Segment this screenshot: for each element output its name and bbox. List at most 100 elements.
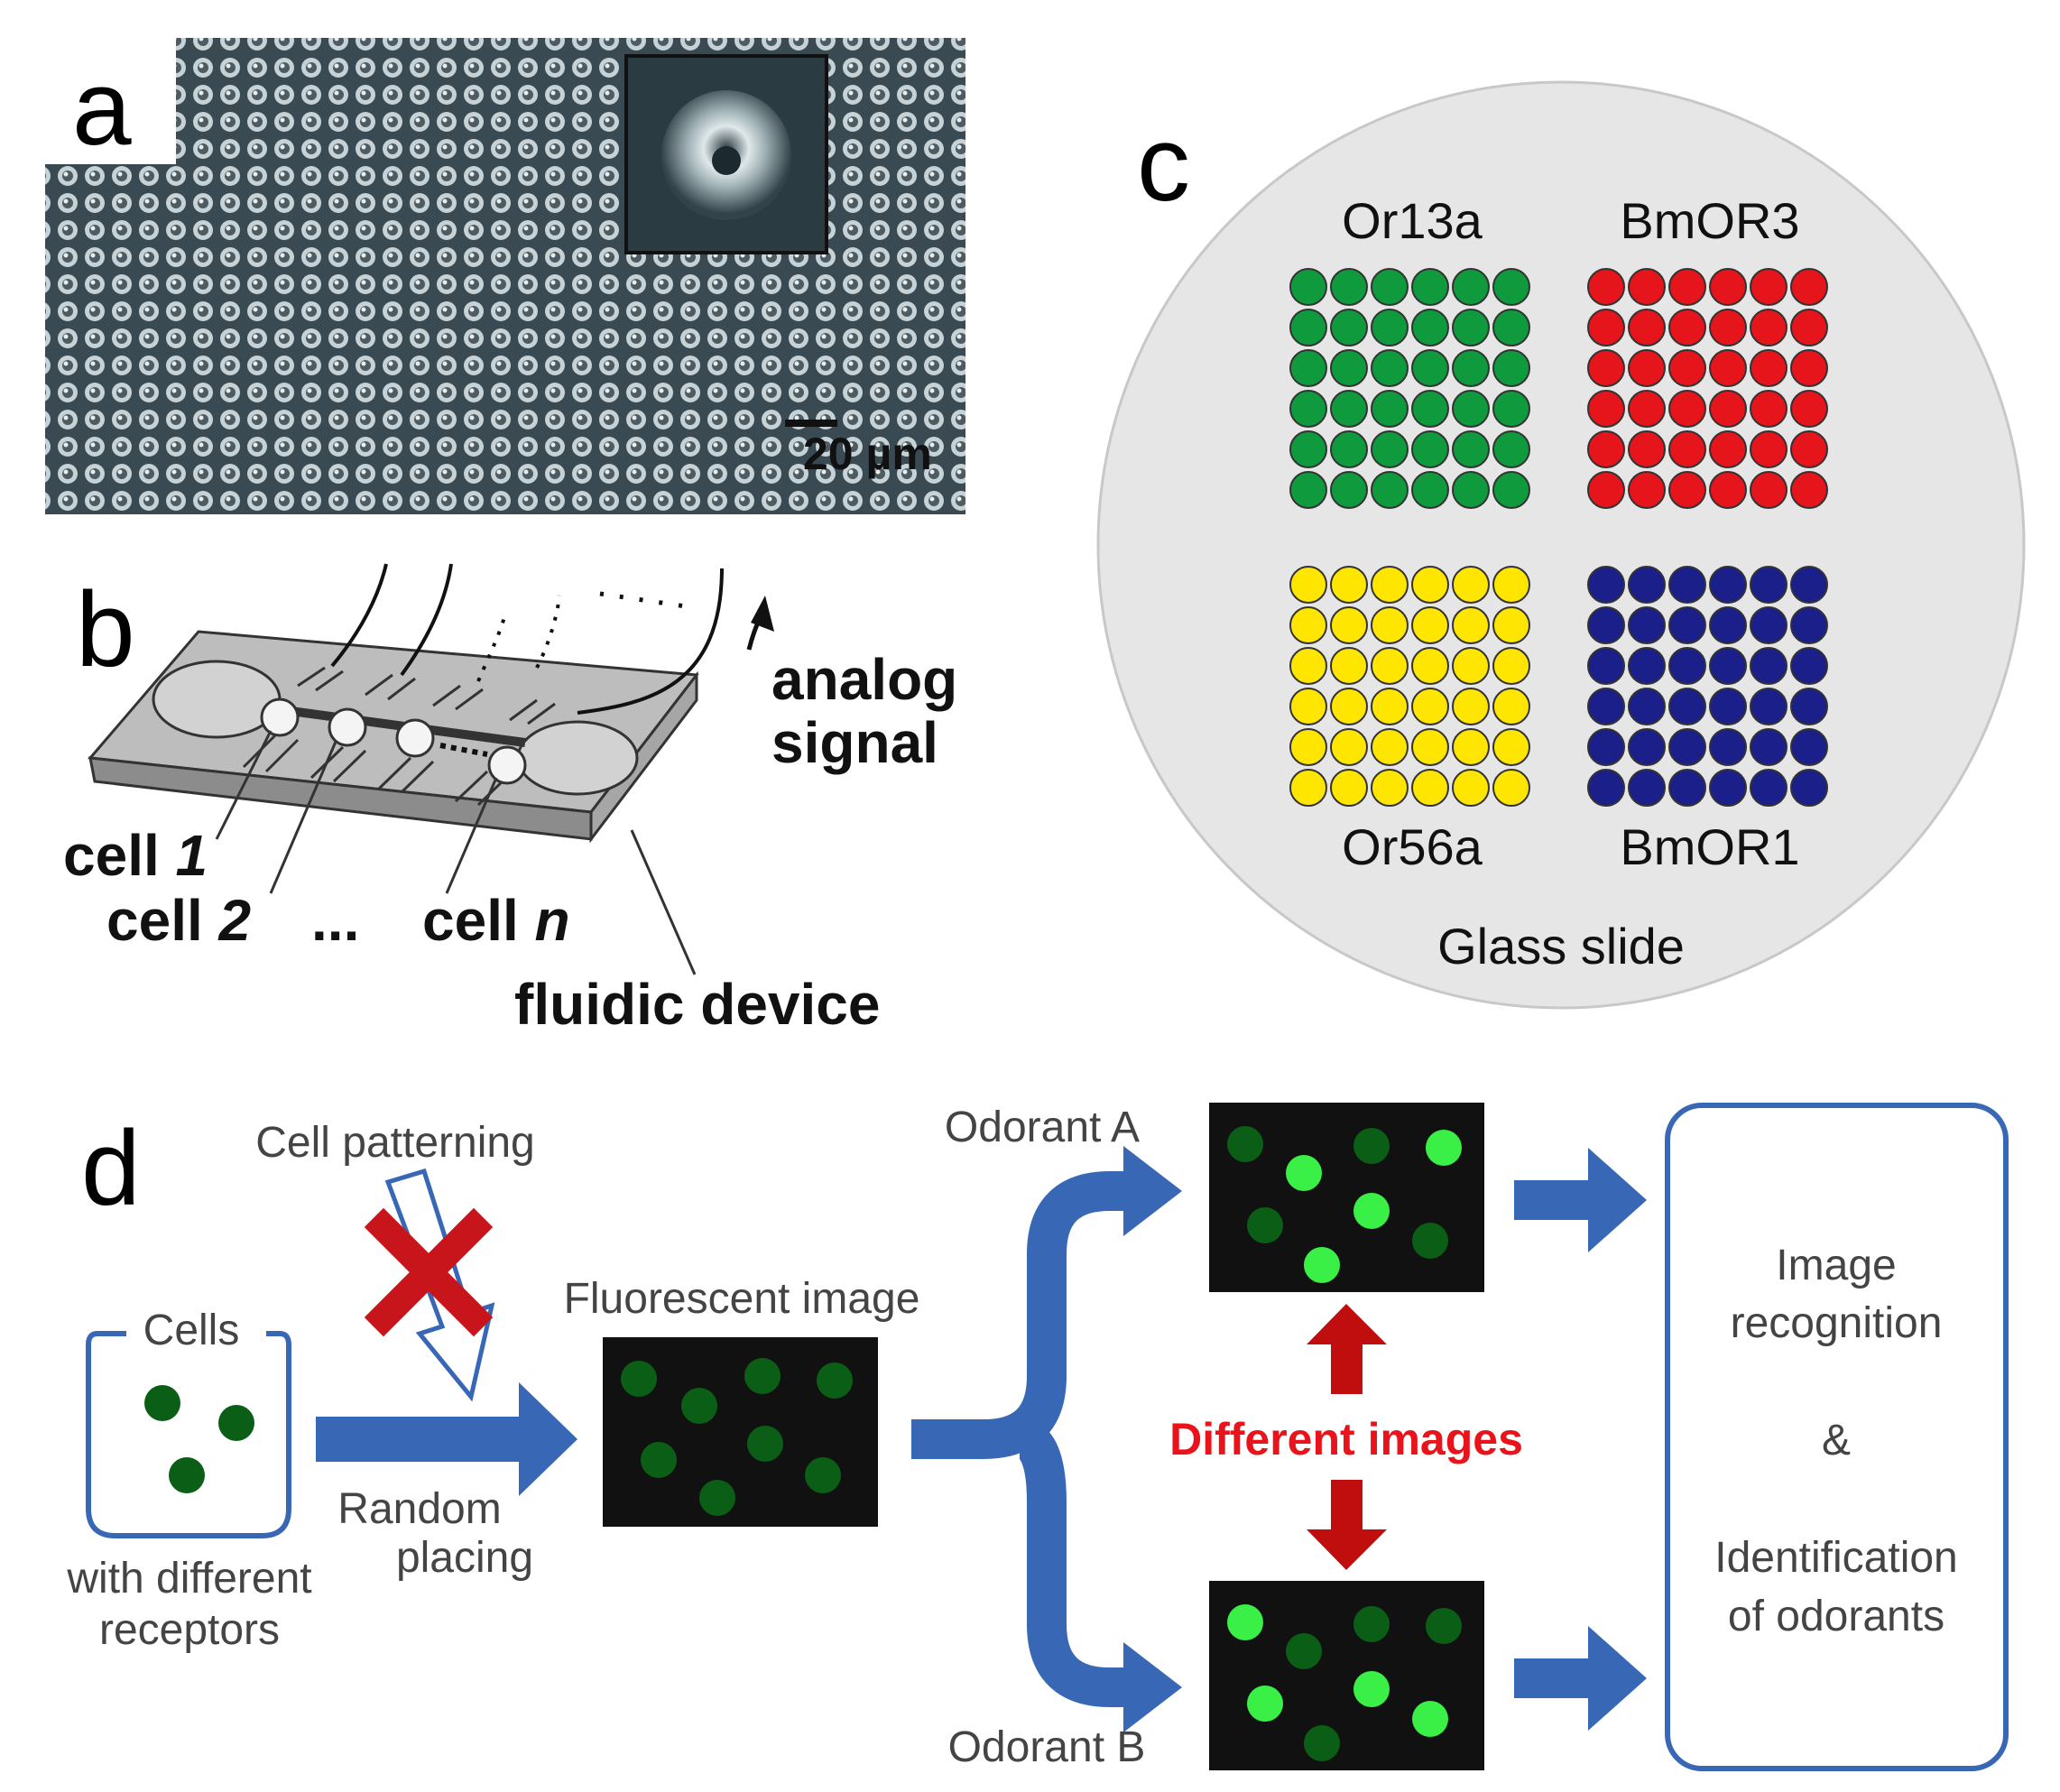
- array-dot-bmor1: [1628, 728, 1666, 766]
- array-dot-bmor1: [1790, 769, 1828, 807]
- wire-1: [330, 563, 388, 668]
- chip-side: [589, 670, 698, 844]
- array-dot-bmor3: [1709, 390, 1747, 428]
- receptors-label-2: receptors: [99, 1606, 280, 1654]
- result-arrow-b: [1514, 1626, 1647, 1731]
- different-images-label: Different images: [1169, 1414, 1523, 1464]
- array-dot-bmor1: [1587, 728, 1625, 766]
- fluorescent-cells: [621, 1358, 853, 1516]
- array-dot-or13a: [1371, 309, 1409, 346]
- array-dot-bmor3: [1628, 349, 1666, 387]
- image-b-cells: [1227, 1604, 1462, 1761]
- array-dot-bmor1: [1790, 688, 1828, 725]
- micrograph-inset: [624, 54, 828, 254]
- array-dot-bmor3: [1750, 268, 1787, 306]
- array-dot-bmor1: [1750, 769, 1787, 807]
- array-dot-or13a: [1330, 390, 1368, 428]
- fluidic-device-label: fluidic device: [514, 972, 880, 1037]
- array-dot-or56a: [1371, 647, 1409, 685]
- array-dot-bmor3: [1668, 471, 1706, 509]
- random-label: Random: [337, 1485, 501, 1533]
- leader-lines: [215, 730, 697, 975]
- analog-label: analog: [771, 647, 957, 712]
- panel-b: b analog signal cell 1 cell 2 ... c: [63, 563, 957, 1037]
- panel-b-label: b: [76, 570, 135, 689]
- array-dot-bmor3: [1668, 349, 1706, 387]
- array-dot-bmor3: [1668, 390, 1706, 428]
- panel-d-label: d: [81, 1109, 141, 1228]
- scale-bar-label: 20 µm: [803, 429, 932, 479]
- array-dot-or13a: [1330, 430, 1368, 468]
- array-dot-bmor1: [1750, 606, 1787, 644]
- wire-2: [400, 563, 453, 677]
- array-dot-bmor3: [1668, 309, 1706, 346]
- array-dot-or56a: [1411, 728, 1449, 766]
- odorant-b-label: Odorant B: [948, 1723, 1146, 1771]
- cells-label: Cells: [143, 1307, 240, 1354]
- array-dot-bmor3: [1790, 430, 1828, 468]
- array-dot-or13a: [1289, 268, 1327, 306]
- result-box: [1665, 1103, 2009, 1771]
- array-dot-bmor1: [1750, 566, 1787, 604]
- cell-1-label: cell 1: [63, 823, 208, 888]
- panel-c: c Or13a BmOR3 Or56a BmOR1 Glass slide: [1096, 80, 2026, 1010]
- cell-ellipsis: ...: [311, 888, 359, 953]
- array-label-or13a: Or13a: [1342, 192, 1483, 249]
- chip-cell-1: [260, 697, 300, 737]
- array-dot-or13a: [1452, 309, 1490, 346]
- array-dot-or56a: [1289, 769, 1327, 807]
- array-dot-or56a: [1371, 769, 1409, 807]
- cell-dot: [144, 1385, 180, 1421]
- array-dot-bmor3: [1750, 390, 1787, 428]
- cell-2-label: cell 2: [106, 888, 251, 953]
- array-dot-bmor1: [1750, 688, 1787, 725]
- array-label-bmor1: BmOR1: [1620, 818, 1799, 875]
- array-dot-or13a: [1330, 349, 1368, 387]
- different-arrow-down: [1307, 1480, 1387, 1570]
- array-dot-bmor1: [1587, 606, 1625, 644]
- receptor-arrays: [1289, 268, 1828, 807]
- placing-label: placing: [396, 1534, 533, 1582]
- array-dot-bmor1: [1750, 647, 1787, 685]
- array-dot-bmor1: [1628, 769, 1666, 807]
- cell-n-label: cell n: [422, 888, 570, 953]
- array-dot-or13a: [1289, 430, 1327, 468]
- fluorescent-image-label: Fluorescent image: [564, 1275, 920, 1323]
- array-dot-or56a: [1371, 728, 1409, 766]
- array-dot-or13a: [1492, 390, 1530, 428]
- chip-reservoir-right: [516, 720, 639, 796]
- array-dot-bmor1: [1587, 769, 1625, 807]
- array-dot-or13a: [1371, 268, 1409, 306]
- array-dot-bmor3: [1587, 268, 1625, 306]
- array-dot-bmor3: [1628, 430, 1666, 468]
- result-line-5: of odorants: [1728, 1593, 1945, 1640]
- chip-cell-2: [328, 707, 367, 747]
- array-dot-or13a: [1452, 268, 1490, 306]
- result-line-4: Identification: [1714, 1534, 1958, 1582]
- array-dot-bmor1: [1790, 647, 1828, 685]
- array-dot-bmor3: [1587, 309, 1625, 346]
- array-dot-bmor1: [1628, 647, 1666, 685]
- electrodes-top: [297, 666, 556, 725]
- chip-reservoir-left: [152, 660, 282, 739]
- wire-dots: [599, 591, 687, 609]
- array-dot-bmor3: [1750, 309, 1787, 346]
- array-dot-bmor1: [1668, 769, 1706, 807]
- array-dot-or13a: [1289, 309, 1327, 346]
- array-dot-bmor1: [1587, 647, 1625, 685]
- signal-label: signal: [771, 710, 938, 775]
- wire-4: [535, 595, 561, 669]
- array-dot-bmor1: [1790, 606, 1828, 644]
- array-dot-bmor3: [1790, 349, 1828, 387]
- array-dot-or56a: [1411, 688, 1449, 725]
- panel-a: a 20 µm: [45, 38, 965, 514]
- analog-arrowhead: [751, 596, 774, 632]
- array-dot-or13a: [1371, 471, 1409, 509]
- result-line-2: recognition: [1731, 1299, 1943, 1347]
- array-dot-or56a: [1330, 688, 1368, 725]
- array-dot-or56a: [1452, 606, 1490, 644]
- glass-slide: [1096, 80, 2026, 1010]
- array-dot-bmor3: [1628, 390, 1666, 428]
- result-line-3: &: [1822, 1417, 1851, 1464]
- chip-cell-3: [395, 718, 435, 758]
